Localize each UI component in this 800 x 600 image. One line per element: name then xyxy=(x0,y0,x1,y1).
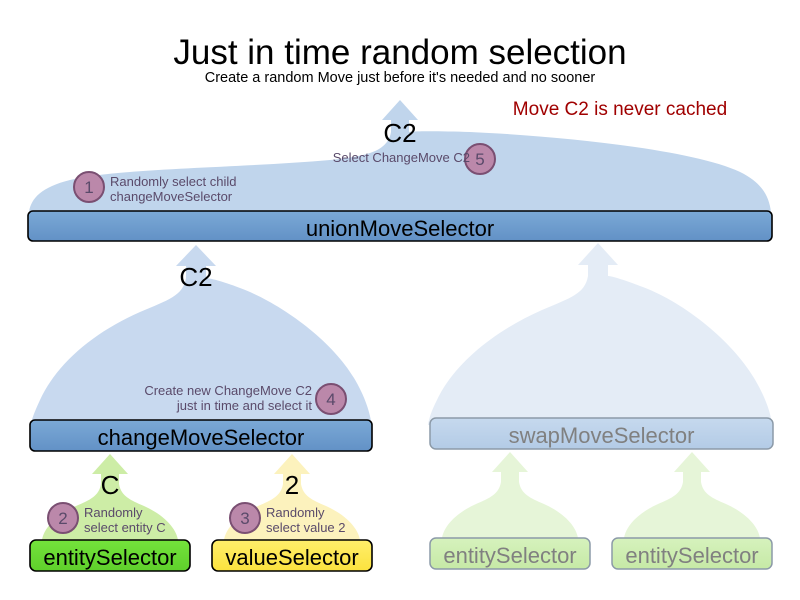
node-label-entitySelector-change: entitySelector xyxy=(43,545,177,570)
step-badge-1 xyxy=(73,171,105,203)
node-changeMoveSelector[interactable] xyxy=(29,419,373,452)
node-label-changeMoveSelector: changeMoveSelector xyxy=(97,425,305,450)
step-text-4-line1: Create new ChangeMove C2 xyxy=(144,383,312,398)
arrow-value-to-change xyxy=(274,454,310,486)
node-label-entitySelector-swap-right: entitySelector xyxy=(625,543,759,568)
step-badge-5 xyxy=(464,143,496,175)
step-text-3-line2: select value 2 xyxy=(266,520,346,535)
node-entitySelectorChange[interactable] xyxy=(29,539,191,572)
step-badge-3 xyxy=(229,502,261,534)
move-label-change: C2 xyxy=(179,262,213,292)
step-number-3: 3 xyxy=(240,509,250,528)
dome-swap xyxy=(428,276,772,425)
node-label-swapMoveSelector: swapMoveSelector xyxy=(508,423,695,448)
page-subtitle: Create a random Move just before it's ne… xyxy=(204,70,596,86)
node-label-entitySelector-swap-left: entitySelector xyxy=(443,543,577,568)
node-label-unionMoveSelector: unionMoveSelector xyxy=(305,216,495,241)
step-text-2-line1: Randomly xyxy=(84,505,143,520)
move-label-entity: C xyxy=(100,470,120,500)
step-text-5: Select ChangeMove C2 xyxy=(150,150,470,165)
move-label-value: 2 xyxy=(284,470,300,500)
node-entitySelectorSwapLeft[interactable] xyxy=(429,537,591,570)
never-cached-note: Move C2 is never cached xyxy=(512,99,728,120)
dome-union xyxy=(29,131,771,212)
arrow-swap-to-union xyxy=(578,243,618,278)
node-entitySelectorSwapRight[interactable] xyxy=(611,537,773,570)
step-text-1-line2: changeMoveSelector xyxy=(110,189,233,204)
arrow-change-to-union xyxy=(176,245,216,280)
step-number-5: 5 xyxy=(475,150,485,169)
dome-entity-swap-right xyxy=(624,482,760,538)
step-badge-4 xyxy=(315,383,347,415)
node-swapMoveSelector[interactable] xyxy=(429,417,774,450)
node-unionMoveSelector[interactable] xyxy=(27,210,773,242)
arrow-entity-swap-right xyxy=(674,452,710,484)
move-label-union: C2 xyxy=(383,118,417,148)
node-valueSelectorChange[interactable] xyxy=(211,539,373,572)
arrow-union-out xyxy=(382,100,418,134)
step-text-2-line2: select entity C xyxy=(84,520,166,535)
step-text-1-line1: Randomly select child xyxy=(110,174,237,189)
step-text-2: Randomly select entity C xyxy=(84,505,166,535)
step-number-2: 2 xyxy=(58,509,68,528)
step-badge-2 xyxy=(47,502,79,534)
step-number-1: 1 xyxy=(84,178,94,197)
step-number-4: 4 xyxy=(326,390,336,409)
step-text-5-line1: Select ChangeMove C2 xyxy=(332,150,470,165)
node-label-valueSelector-change: valueSelector xyxy=(225,545,359,570)
step-text-3: Randomly select value 2 xyxy=(266,505,346,535)
step-text-4: Create new ChangeMove C2 just in time an… xyxy=(60,383,312,413)
arrow-entity-swap-left xyxy=(492,452,528,484)
dome-entity-swap-left xyxy=(442,482,578,538)
arrow-entity-to-change xyxy=(92,454,128,486)
step-text-1: Randomly select child changeMoveSelector xyxy=(110,174,236,204)
step-text-4-line2: just in time and select it xyxy=(176,398,312,413)
dome-change xyxy=(30,278,372,428)
page-title: Just in time random selection xyxy=(173,33,627,72)
step-text-3-line1: Randomly xyxy=(266,505,325,520)
